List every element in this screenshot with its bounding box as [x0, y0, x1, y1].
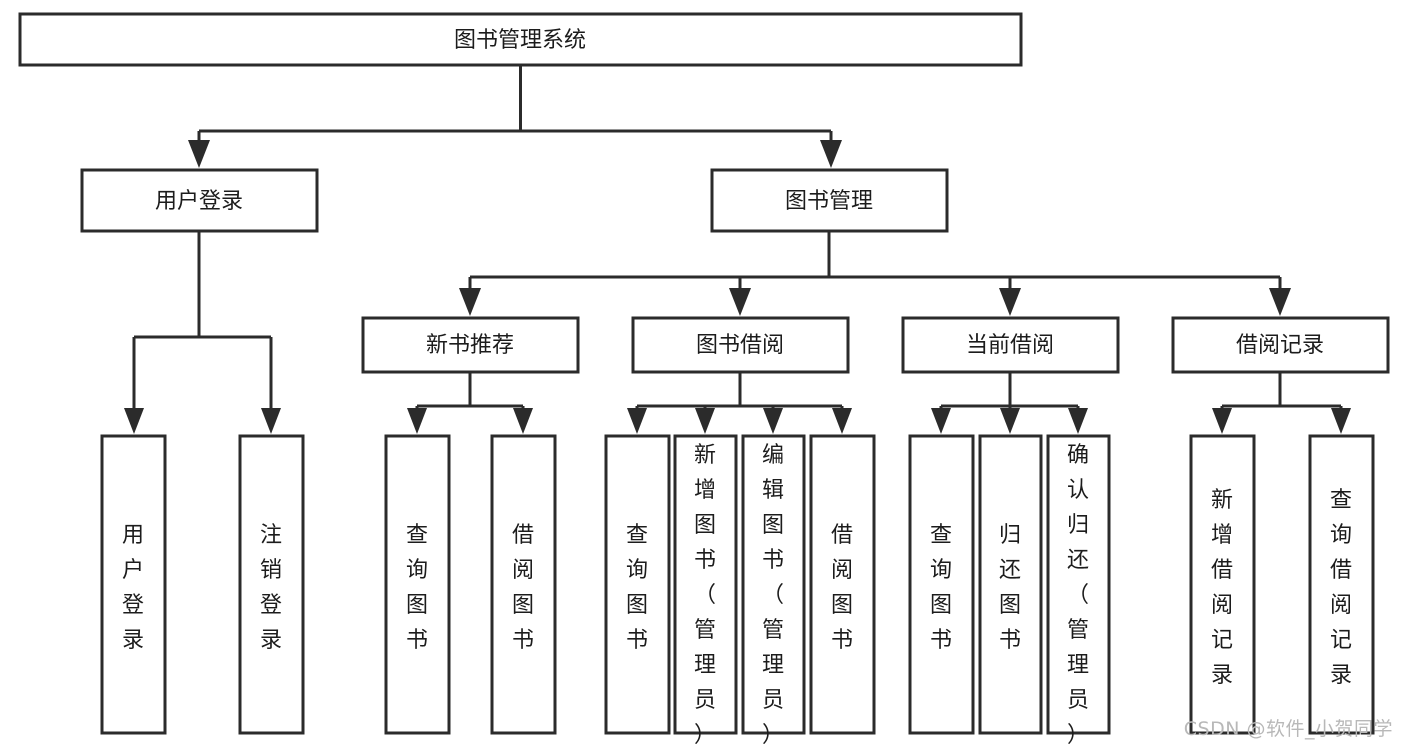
node-leaf-query-book-1-label: 查询图书	[406, 523, 428, 653]
arrow-to-current-borrow	[999, 288, 1021, 316]
arrow-to-leaf-query-book-1	[407, 408, 427, 434]
arrow-to-leaf-user-logout	[261, 408, 281, 434]
node-leaf-query-book-3[interactable]: 查询图书	[908, 434, 975, 735]
node-leaf-confirm-return[interactable]: 确认归还（管理员）	[1046, 434, 1111, 747]
node-leaf-user-login-label: 用户登录	[122, 523, 144, 653]
connector-borrow-record-bus	[1220, 373, 1343, 414]
connector-new-book-recommend-bus	[415, 373, 525, 414]
connector-user-login-bus	[132, 232, 273, 414]
connector-current-borrow-bus	[939, 373, 1080, 414]
connector-book-borrow-bus	[635, 373, 844, 414]
arrow-to-leaf-borrow-book-1	[513, 408, 533, 434]
node-leaf-query-book-3-label: 查询图书	[930, 523, 952, 653]
node-leaf-add-record-label: 新增借阅记录	[1211, 488, 1233, 688]
node-user-login-box[interactable]	[80, 168, 319, 233]
node-leaf-query-record-label: 查询借阅记录	[1330, 488, 1352, 688]
arrow-to-leaf-borrow-book-2	[832, 408, 852, 434]
node-leaf-add-book-label: 新增图书（管理员）	[694, 443, 716, 747]
connector-root-bus	[197, 66, 833, 148]
node-new-book-recommend[interactable]: 新书推荐	[361, 316, 580, 374]
node-book-borrow-label: 图书借阅	[696, 333, 784, 358]
connector-book-management-bus	[468, 232, 1282, 296]
arrow-to-leaf-return-book	[1000, 408, 1020, 434]
node-leaf-borrow-book-2[interactable]: 借阅图书	[809, 434, 876, 735]
node-leaf-edit-book[interactable]: 编辑图书（管理员）	[741, 434, 806, 747]
node-borrow-record[interactable]: 借阅记录	[1171, 316, 1390, 374]
arrow-to-leaf-edit-book	[763, 408, 783, 434]
node-leaf-add-record-box[interactable]	[1189, 434, 1256, 735]
arrow-to-leaf-user-login	[124, 408, 144, 434]
node-leaf-edit-book-box[interactable]	[741, 434, 806, 735]
node-leaf-query-book-2-box[interactable]	[604, 434, 671, 735]
node-leaf-confirm-return-label: 确认归还（管理员）	[1067, 443, 1089, 747]
node-leaf-user-logout-box[interactable]	[238, 434, 305, 735]
node-book-borrow-box[interactable]	[631, 316, 850, 374]
node-leaf-return-book[interactable]: 归还图书	[978, 434, 1043, 735]
node-leaf-borrow-book-2-label: 借阅图书	[831, 523, 853, 653]
arrow-to-borrow-record	[1269, 288, 1291, 316]
arrow-to-leaf-query-book-2	[627, 408, 647, 434]
node-root-box[interactable]	[18, 12, 1023, 67]
node-leaf-return-book-box[interactable]	[978, 434, 1043, 735]
node-leaf-borrow-book-1[interactable]: 借阅图书	[490, 434, 557, 735]
node-leaf-user-login-box[interactable]	[100, 434, 167, 735]
node-book-management[interactable]: 图书管理	[710, 168, 949, 233]
node-leaf-query-record[interactable]: 查询借阅记录	[1308, 434, 1375, 735]
node-book-management-label: 图书管理	[785, 189, 873, 214]
node-leaf-return-book-label: 归还图书	[999, 523, 1021, 653]
node-leaf-query-book-2[interactable]: 查询图书	[604, 434, 671, 735]
node-new-book-recommend-label: 新书推荐	[426, 333, 514, 358]
node-leaf-query-book-2-label: 查询图书	[626, 523, 648, 653]
arrowheads-layer	[124, 140, 1351, 434]
node-leaf-user-logout-label: 注销登录	[260, 523, 282, 653]
arrow-to-leaf-query-record	[1331, 408, 1351, 434]
node-root[interactable]: 图书管理系统	[18, 12, 1023, 67]
node-leaf-confirm-return-box[interactable]	[1046, 434, 1111, 735]
arrow-to-user-login	[188, 140, 210, 168]
node-leaf-query-record-box[interactable]	[1308, 434, 1375, 735]
node-book-borrow[interactable]: 图书借阅	[631, 316, 850, 374]
node-new-book-recommend-box[interactable]	[361, 316, 580, 374]
arrow-to-leaf-add-record	[1212, 408, 1232, 434]
node-leaf-edit-book-label: 编辑图书（管理员）	[762, 443, 784, 747]
node-leaf-borrow-book-1-label: 借阅图书	[512, 523, 534, 653]
node-root-label: 图书管理系统	[454, 28, 586, 53]
node-leaf-query-book-3-box[interactable]	[908, 434, 975, 735]
node-leaf-add-book[interactable]: 新增图书（管理员）	[673, 434, 738, 747]
node-current-borrow[interactable]: 当前借阅	[901, 316, 1120, 374]
arrow-to-book-management	[820, 140, 842, 168]
node-current-borrow-label: 当前借阅	[966, 333, 1054, 358]
node-leaf-borrow-book-2-box[interactable]	[809, 434, 876, 735]
node-leaf-add-book-box[interactable]	[673, 434, 738, 735]
node-borrow-record-box[interactable]	[1171, 316, 1390, 374]
node-borrow-record-label: 借阅记录	[1236, 333, 1324, 358]
node-book-management-box[interactable]	[710, 168, 949, 233]
arrow-to-leaf-confirm-return	[1068, 408, 1088, 434]
node-leaf-query-book-1-box[interactable]	[384, 434, 451, 735]
node-user-login[interactable]: 用户登录	[80, 168, 319, 233]
node-leaf-borrow-book-1-box[interactable]	[490, 434, 557, 735]
arrow-to-leaf-add-book	[695, 408, 715, 434]
node-leaf-user-logout[interactable]: 注销登录	[238, 434, 305, 735]
arrow-to-book-borrow	[729, 288, 751, 316]
arrow-to-leaf-query-book-3	[931, 408, 951, 434]
leaves-layer: 用户登录 注销登录 查询图书 借阅图书 查询图书 新增图书（管理员）	[100, 434, 1375, 747]
arrow-to-new-book-recommend	[459, 288, 481, 316]
node-leaf-user-login[interactable]: 用户登录	[100, 434, 167, 735]
node-leaf-add-record[interactable]: 新增借阅记录	[1189, 434, 1256, 735]
node-user-login-label: 用户登录	[155, 189, 243, 214]
node-leaf-query-book-1[interactable]: 查询图书	[384, 434, 451, 735]
connectors-layer	[132, 66, 1343, 414]
node-current-borrow-box[interactable]	[901, 316, 1120, 374]
